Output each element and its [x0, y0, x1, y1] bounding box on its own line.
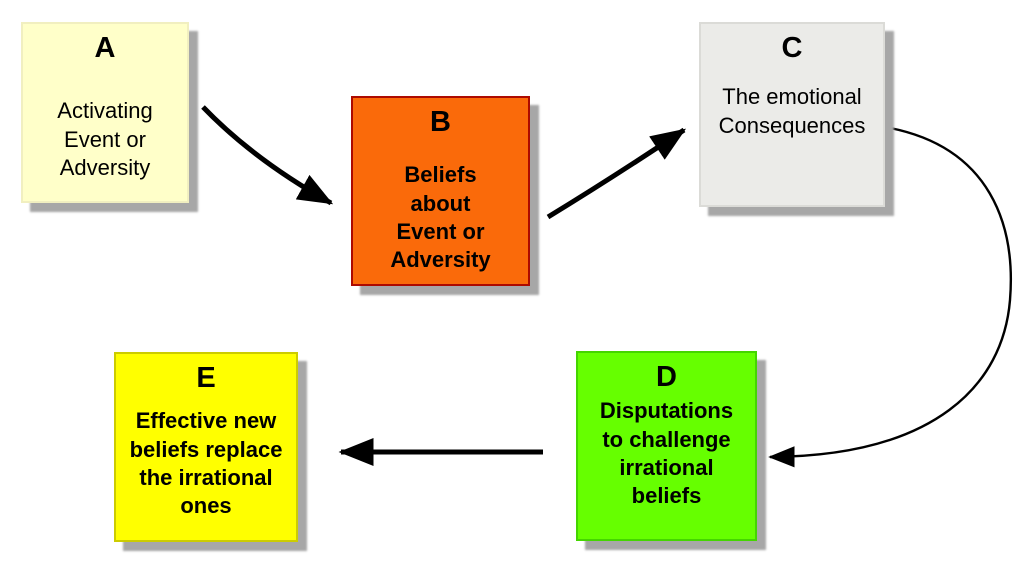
box-e-text: Effective new beliefs replace the irrati… [129, 408, 283, 518]
arrow-b-to-c [546, 127, 687, 220]
box-d-letter: D [656, 361, 677, 393]
box-e-letter: E [196, 362, 216, 394]
box-c-emotional-consequences: C The emotional Consequences [699, 22, 885, 207]
box-b-beliefs: B Beliefs about Event or Adversity [351, 96, 530, 286]
box-b-letter: B [430, 106, 451, 138]
box-a-letter: A [94, 32, 116, 64]
box-c-letter: C [781, 32, 803, 64]
box-e-effective-new-beliefs: E Effective new beliefs replace the irra… [114, 352, 298, 542]
box-c-text: The emotional Consequences [718, 84, 866, 138]
box-a-text: Activating Event or Adversity [57, 98, 153, 180]
arrow-a-to-b [201, 105, 334, 206]
box-a-activating-event: A Activating Event or Adversity [21, 22, 189, 203]
box-d-disputations: D Disputations to challenge irrational b… [576, 351, 757, 541]
box-d-text: Disputations to challenge irrational bel… [599, 398, 734, 508]
box-b-text: Beliefs about Event or Adversity [390, 162, 491, 272]
